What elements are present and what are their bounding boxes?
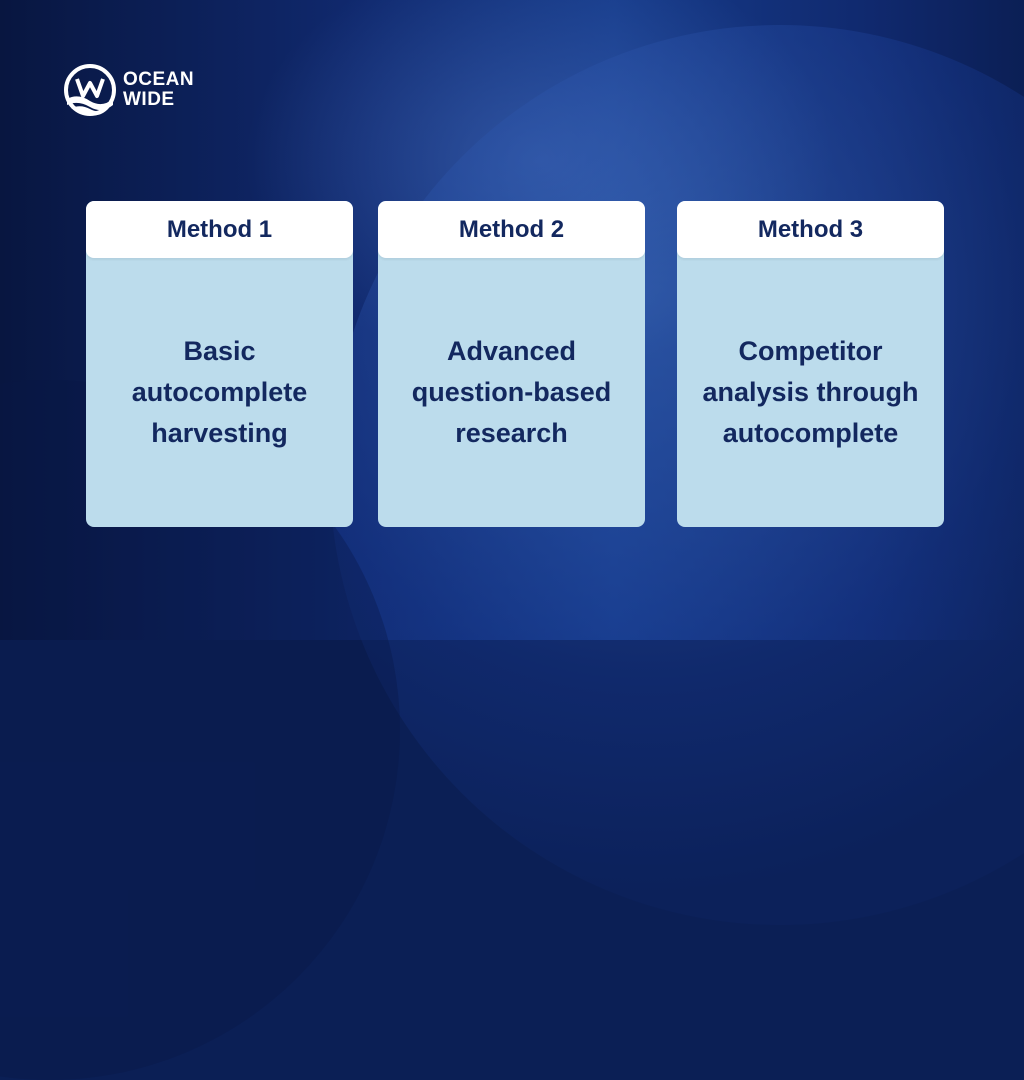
- method-card-title: Method 3: [677, 201, 944, 258]
- brand-line-1: OCEAN: [123, 69, 195, 90]
- brand-name: OCEAN WIDE: [123, 70, 194, 110]
- method-card-2: Method 2 Advanced question-based researc…: [378, 201, 645, 527]
- method-card-title: Method 1: [86, 201, 353, 258]
- ocean-wave-w-logo-icon: [64, 64, 116, 116]
- method-card-title: Method 2: [378, 201, 645, 258]
- method-card-description: Competitor analysis through autocomplete: [702, 336, 919, 448]
- method-card-description: Basic autocomplete harvesting: [131, 336, 308, 448]
- brand-logo: OCEAN WIDE: [63, 63, 194, 117]
- method-card-3: Method 3 Competitor analysis through aut…: [677, 201, 944, 527]
- method-card-description: Advanced question-based research: [411, 336, 612, 448]
- method-card-1: Method 1 Basic autocomplete harvesting: [86, 201, 353, 527]
- brand-line-2: WIDE: [123, 89, 175, 110]
